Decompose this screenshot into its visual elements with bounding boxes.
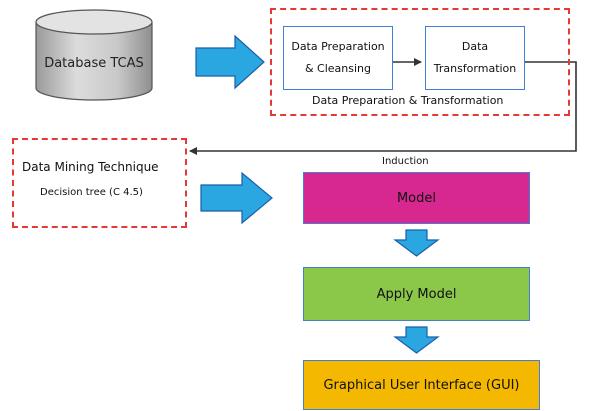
data-preparation-line1: Data Preparation (291, 40, 385, 53)
arrow-db-to-prep-icon (195, 34, 265, 90)
apply-model-box: Apply Model (303, 267, 530, 321)
data-mining-group (12, 138, 187, 228)
connector-transform-to-mining-icon (189, 61, 577, 155)
model-label: Model (396, 190, 437, 206)
data-mining-subtitle: Decision tree (C 4.5) (40, 187, 143, 198)
data-transformation-box: Data Transformation (425, 26, 525, 90)
gui-box: Graphical User Interface (GUI) (303, 360, 540, 410)
preparation-group-caption: Data Preparation & Transformation (312, 94, 504, 107)
gui-label: Graphical User Interface (GUI) (323, 377, 520, 393)
data-transformation-line1: Data (461, 40, 489, 53)
apply-model-label: Apply Model (376, 286, 457, 302)
model-box: Model (303, 172, 530, 224)
induction-label: Induction (382, 156, 429, 167)
arrow-model-to-apply-icon (393, 229, 440, 257)
preparation-group (270, 8, 570, 116)
arrow-mining-to-model-icon (200, 171, 273, 225)
data-preparation-line2: & Cleansing (304, 62, 372, 75)
database-label: Database TCAS (44, 55, 144, 71)
data-preparation-box: Data Preparation & Cleansing (283, 26, 393, 90)
data-mining-title: Data Mining Technique (22, 160, 159, 174)
database-cylinder-icon (35, 9, 153, 101)
data-transformation-line2: Transformation (433, 62, 517, 75)
arrow-apply-to-gui-icon (393, 326, 440, 354)
